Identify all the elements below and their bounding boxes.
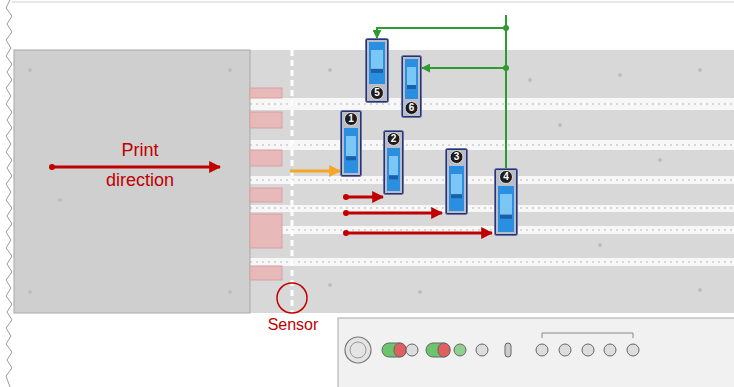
callout-number: 5 — [365, 87, 389, 99]
callout-number: 6 — [401, 102, 422, 114]
offset-arrow — [290, 170, 340, 173]
sensor-circle — [277, 283, 307, 313]
table-panel — [14, 50, 250, 313]
sensor-line — [291, 50, 294, 313]
screw-holes — [28, 68, 702, 294]
print-direction-arrow — [52, 166, 220, 169]
print-head: 3 — [445, 148, 468, 215]
print-head: 5 — [365, 38, 389, 103]
panel-controls — [345, 333, 639, 363]
direction-label: Print direction — [92, 135, 188, 195]
callout-number: 2 — [383, 133, 404, 145]
offset-arrows — [346, 197, 492, 233]
belt-area — [250, 50, 734, 313]
torn-edge — [6, 0, 12, 387]
sensor-label: Sensor — [256, 315, 330, 335]
belt-perforation — [250, 104, 734, 262]
print-head: 2 — [383, 130, 404, 195]
print-head: 6 — [401, 55, 422, 118]
print-head: 4 — [494, 168, 518, 236]
belt-bands — [250, 98, 734, 266]
callout-number: 1 — [340, 113, 362, 125]
callout-number: 3 — [445, 151, 468, 163]
print-head: 1 — [340, 110, 362, 177]
control-panel — [338, 318, 734, 387]
callout-number: 4 — [494, 171, 518, 183]
belt-pads — [250, 88, 282, 280]
